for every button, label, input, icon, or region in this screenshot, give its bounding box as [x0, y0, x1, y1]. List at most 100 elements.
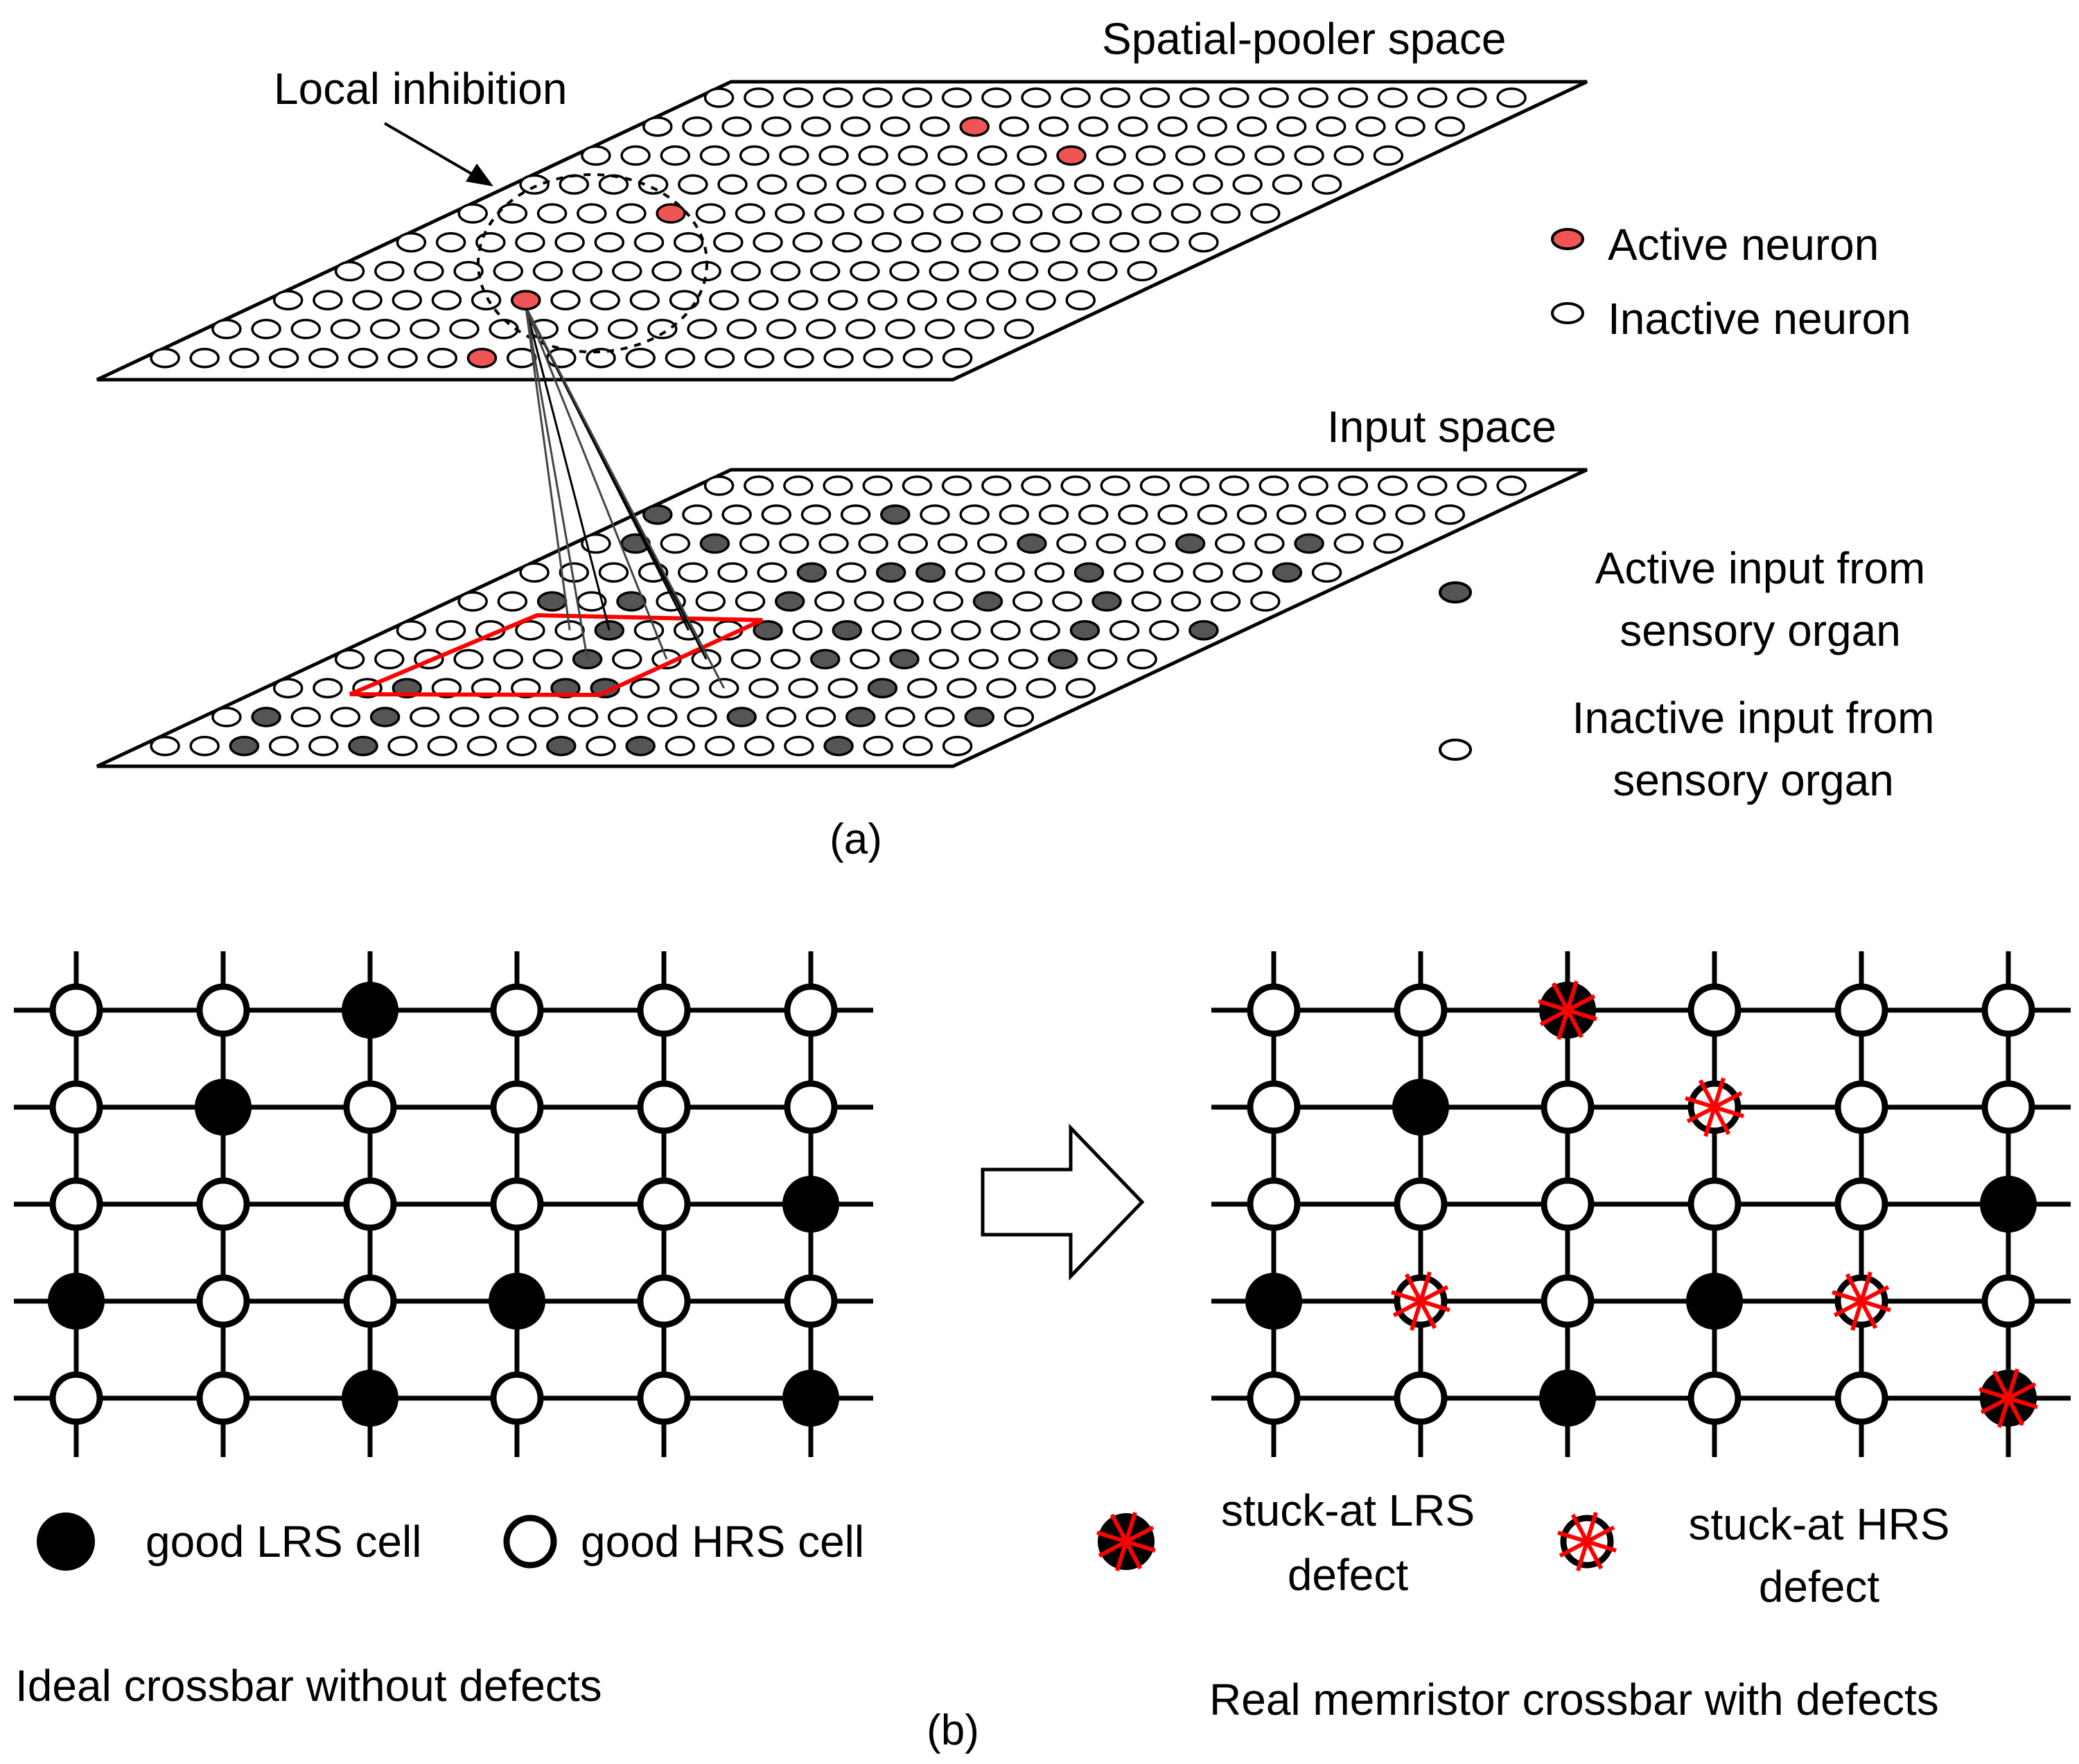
neuron-inactive	[493, 261, 524, 282]
hrs-cell	[1834, 983, 1888, 1037]
hrs-cell	[196, 1177, 250, 1231]
legend-inactive-input-line2: sensory organ	[1613, 755, 1894, 805]
input-cell-active	[616, 591, 647, 612]
lrs-cell	[1686, 1273, 1743, 1330]
legend-active-neuron-symbol	[1551, 228, 1584, 250]
neuron-inactive	[836, 174, 867, 195]
input-cell-inactive	[981, 475, 1012, 496]
input-cell-inactive	[1113, 562, 1144, 583]
neuron-inactive	[911, 231, 942, 253]
input-cell-inactive	[1457, 475, 1487, 496]
legend-stuck-hrs-line1: stuck-at HRS	[1689, 1499, 1950, 1549]
neuron-inactive	[449, 319, 480, 339]
input-cell-inactive	[647, 707, 678, 727]
neuron-inactive	[1091, 203, 1122, 224]
neuron-inactive	[832, 231, 863, 253]
input-space-cells	[150, 475, 1527, 757]
input-cell-inactive	[703, 475, 735, 496]
neuron-inactive	[867, 290, 898, 310]
neuron-inactive	[568, 319, 599, 339]
neuron-inactive	[387, 347, 418, 369]
neuron-inactive	[744, 87, 774, 108]
neuron-inactive	[1047, 261, 1078, 282]
lrs-cell	[1539, 1370, 1596, 1427]
neuron-inactive	[796, 174, 827, 195]
input-cell-inactive	[766, 707, 797, 727]
input-plane	[96, 468, 1588, 768]
neuron-inactive	[858, 145, 888, 166]
input-cell-inactive	[1052, 591, 1082, 612]
input-cell-inactive	[695, 591, 726, 612]
neuron-inactive	[1100, 87, 1131, 108]
input-cell-inactive	[924, 707, 955, 727]
hrs-cell	[637, 1371, 691, 1425]
neuron-inactive	[955, 174, 985, 195]
input-cell-inactive	[911, 619, 942, 641]
neuron-inactive	[1210, 203, 1241, 224]
input-cell-inactive	[744, 735, 775, 757]
hrs-cell	[49, 983, 103, 1037]
input-cell-inactive	[1118, 504, 1148, 525]
input-cell-inactive	[1179, 475, 1210, 496]
legend-good-hrs: good HRS cell	[581, 1517, 864, 1567]
input-cell-inactive	[189, 735, 220, 757]
input-cell-inactive	[1021, 475, 1051, 496]
legend-stuck-lrs-line2: defect	[1288, 1550, 1409, 1600]
neuron-inactive	[823, 87, 853, 108]
input-cell-inactive	[211, 707, 242, 727]
input-cell-inactive	[678, 562, 708, 583]
neuron-inactive	[941, 87, 972, 108]
neuron-inactive	[1311, 174, 1342, 195]
hrs-cell	[637, 1177, 691, 1231]
input-cell-active	[809, 649, 841, 670]
hrs-cell	[637, 983, 691, 1037]
input-cell-inactive	[968, 649, 999, 670]
input-cell-inactive	[1065, 678, 1096, 698]
input-cell-inactive	[1236, 504, 1267, 525]
input-cell-inactive	[1139, 475, 1170, 496]
input-cell-active	[845, 707, 876, 727]
input-cell-inactive	[272, 678, 304, 698]
hrs-cell	[1247, 983, 1301, 1037]
legend-good-lrs: good LRS cell	[146, 1517, 421, 1567]
input-cell-active	[1073, 562, 1105, 583]
neuron-inactive	[951, 231, 981, 253]
input-cell-inactive	[629, 678, 660, 698]
input-cell-active	[536, 591, 568, 612]
neuron-inactive	[1197, 116, 1227, 137]
input-cell-inactive	[933, 591, 964, 612]
neuron-inactive	[1193, 174, 1223, 195]
neuron-inactive	[1034, 174, 1065, 195]
input-cell-inactive	[489, 707, 519, 727]
neuron-inactive	[783, 87, 814, 108]
input-cell-inactive	[788, 678, 818, 698]
hrs-cell	[343, 1080, 397, 1134]
neuron-inactive	[1157, 116, 1188, 137]
neuron-inactive	[1333, 145, 1365, 166]
input-cell-inactive	[1157, 504, 1188, 525]
input-cell-inactive	[1087, 649, 1118, 670]
hrs-cell	[1834, 1080, 1888, 1134]
neuron-inactive	[348, 347, 378, 369]
neuron-inactive	[665, 347, 696, 369]
neuron-inactive	[809, 261, 841, 282]
legend-active-input-line1: Active input from	[1595, 543, 1926, 593]
real-crossbar-title: Real memristor crossbar with defects	[1209, 1675, 1939, 1725]
input-cell-inactive	[1038, 504, 1069, 525]
input-cell-inactive	[660, 533, 691, 554]
neuron-inactive	[1127, 261, 1157, 282]
lrs-cell	[342, 982, 398, 1039]
input-cell-inactive	[586, 735, 616, 757]
neuron-inactive	[1118, 116, 1148, 137]
input-cell-active	[875, 562, 906, 583]
input-cell-inactive	[871, 619, 902, 641]
hrs-cell	[1834, 1177, 1888, 1231]
neuron-inactive	[753, 231, 783, 253]
input-cell-inactive	[1298, 475, 1328, 496]
neuron-inactive	[1003, 319, 1035, 339]
neuron-inactive	[1250, 203, 1281, 224]
neuron-active	[656, 203, 686, 224]
neuron-inactive	[647, 319, 678, 339]
neuron-inactive	[708, 290, 739, 310]
neuron-inactive	[1038, 116, 1069, 137]
